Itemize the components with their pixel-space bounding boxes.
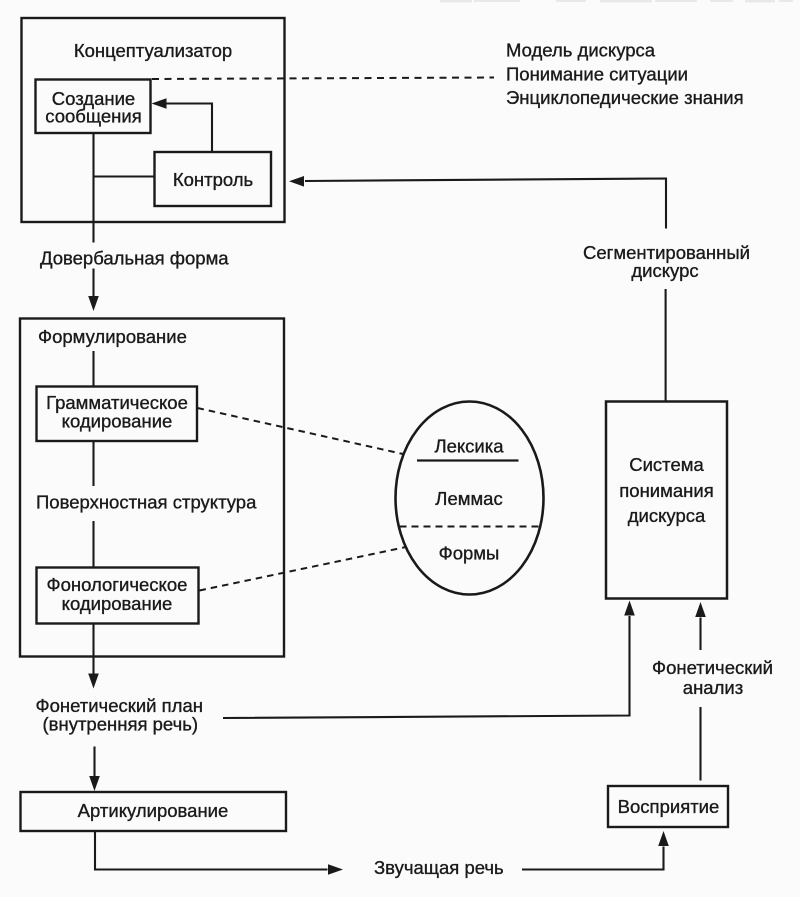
svg-text:Артикулирование: Артикулирование bbox=[78, 800, 229, 821]
svg-text:Сегментированный: Сегментированный bbox=[583, 242, 750, 263]
svg-text:Формулирование: Формулирование bbox=[38, 326, 187, 347]
svg-text:Леммас: Леммас bbox=[435, 488, 502, 509]
svg-text:Система: Система bbox=[629, 454, 704, 475]
svg-text:Фонетический план: Фонетический план bbox=[36, 695, 203, 716]
svg-text:Звучащая речь: Звучащая речь bbox=[374, 857, 504, 878]
svg-text:Формы: Формы bbox=[439, 543, 500, 564]
svg-text:Модель дискурса: Модель дискурса bbox=[506, 40, 656, 61]
svg-text:анализ: анализ bbox=[683, 677, 743, 698]
svg-text:Концептуализатор: Концептуализатор bbox=[74, 40, 232, 61]
svg-text:Лексика: Лексика bbox=[434, 436, 504, 457]
svg-text:кодирование: кодирование bbox=[62, 411, 173, 432]
svg-text:Довербальная форма: Довербальная форма bbox=[40, 248, 229, 269]
svg-text:кодирование: кодирование bbox=[62, 593, 173, 614]
svg-text:Фонологическое: Фонологическое bbox=[47, 574, 188, 595]
svg-text:Восприятие: Восприятие bbox=[618, 796, 720, 817]
svg-text:Энциклопедические знания: Энциклопедические знания bbox=[506, 87, 744, 108]
svg-text:Грамматическое: Грамматическое bbox=[46, 392, 188, 413]
svg-text:(внутренняя речь): (внутренняя речь) bbox=[43, 714, 199, 735]
svg-text:Понимание ситуации: Понимание ситуации bbox=[506, 64, 688, 85]
svg-text:Контроль: Контроль bbox=[173, 169, 253, 190]
svg-text:Создание: Создание bbox=[52, 88, 135, 109]
svg-text:понимания: понимания bbox=[619, 480, 713, 501]
svg-text:сообщения: сообщения bbox=[45, 106, 142, 127]
svg-text:Фонетический: Фонетический bbox=[652, 657, 773, 678]
svg-text:дискурса: дискурса bbox=[628, 505, 706, 526]
svg-text:дискурс: дискурс bbox=[631, 260, 698, 281]
svg-text:Поверхностная структура: Поверхностная структура bbox=[36, 492, 257, 513]
